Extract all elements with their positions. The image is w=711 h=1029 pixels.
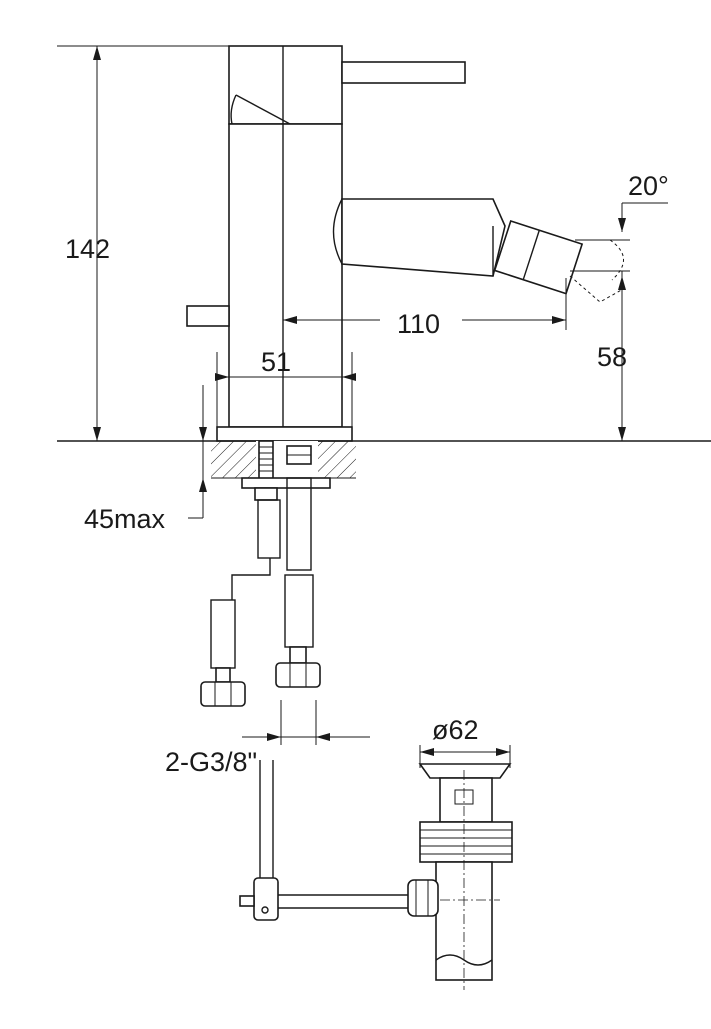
deck [57, 440, 711, 479]
spout-nozzle [493, 219, 584, 295]
waste-cap [418, 763, 512, 779]
lever-handle [341, 61, 466, 84]
body-cylinder [228, 123, 343, 428]
dim-body-51: 51 [261, 347, 291, 377]
dim-deck-45max: 45max [84, 504, 166, 534]
dimension-lines [57, 45, 668, 768]
popup-waste [239, 760, 513, 990]
dim-waste-62: ø62 [432, 715, 479, 745]
spout-arm [341, 198, 506, 277]
dim-reach-110: 110 [397, 309, 440, 339]
dim-hose-g38: 2-G3/8" [165, 747, 257, 777]
lever-housing [228, 45, 343, 125]
dim-height-58: 58 [597, 342, 627, 372]
spout [332, 198, 630, 303]
dim-angle-20: 20° [628, 171, 669, 201]
diverter-knob [186, 305, 230, 327]
underside-fittings [200, 440, 331, 707]
base-flange [216, 426, 353, 442]
dim-height-142: 142 [65, 234, 110, 264]
